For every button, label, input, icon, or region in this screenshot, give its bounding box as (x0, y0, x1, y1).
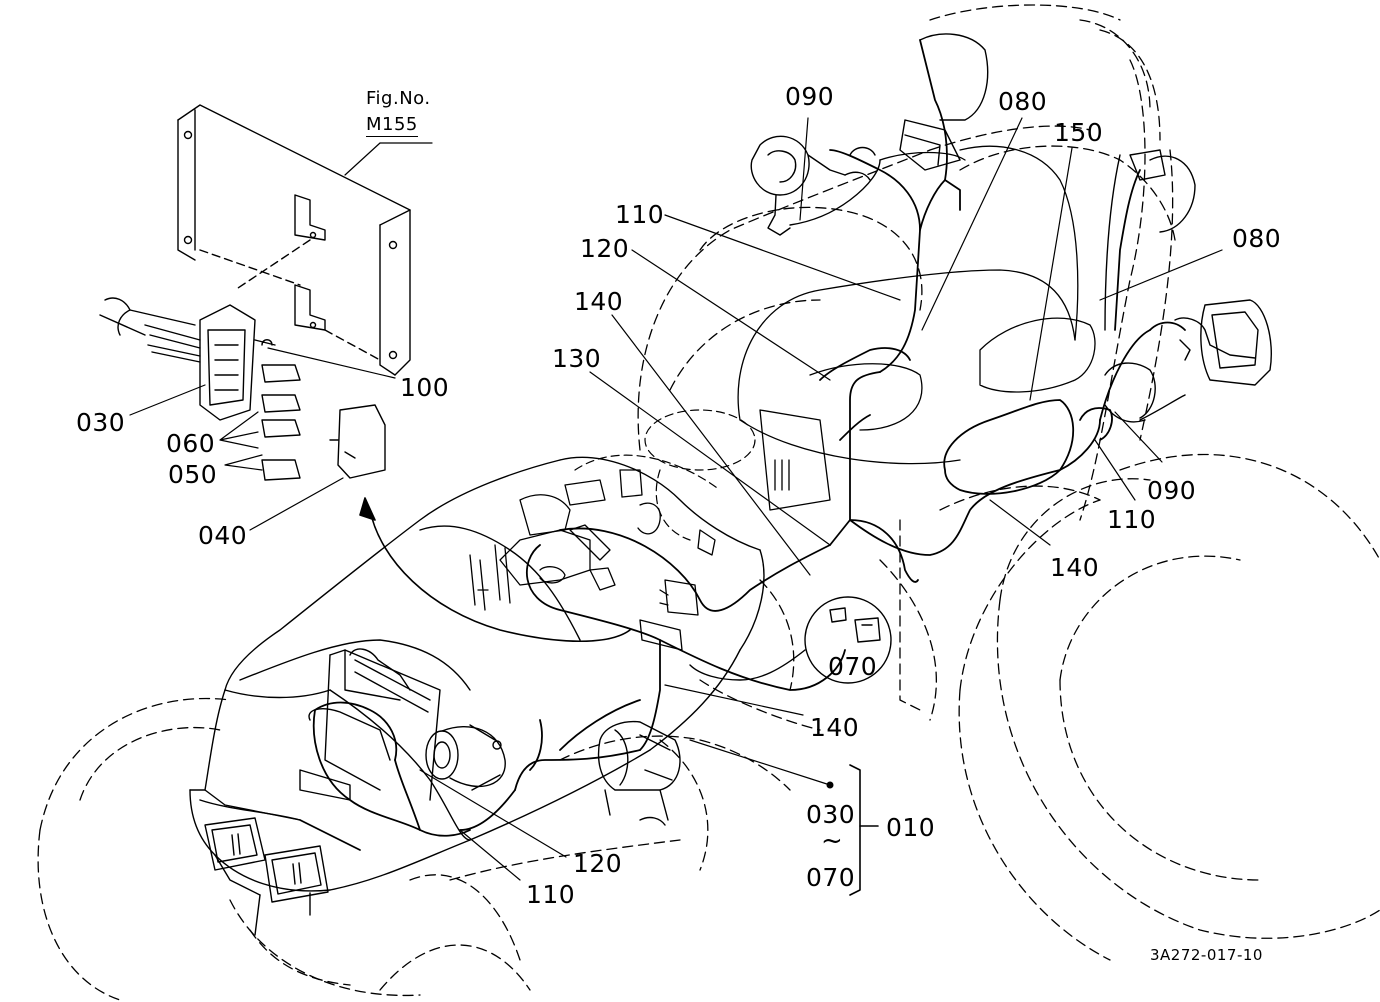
front-wheel-outline (37, 697, 531, 1001)
relay-box-assembly (99, 104, 411, 481)
callout-090-top: 090 (785, 82, 835, 111)
callout-030: 030 (76, 408, 126, 437)
harness-wires (299, 39, 1186, 851)
leader-lines (129, 117, 1223, 881)
callout-140-top: 140 (574, 287, 624, 316)
inset-detail-070 (689, 596, 892, 684)
radiator (299, 648, 441, 801)
callout-150: 150 (1054, 118, 1104, 147)
tractor-hood (189, 456, 765, 936)
callout-130: 130 (552, 344, 602, 373)
assembly-label-010: 010 (886, 813, 936, 842)
callout-080-top: 080 (998, 87, 1048, 116)
rear-lamp-right (1104, 299, 1272, 423)
callout-110-bottom: 110 (526, 880, 576, 909)
work-lamp-top (750, 135, 881, 236)
cab-outline (249, 4, 1176, 986)
callout-060: 060 (166, 429, 216, 458)
callout-070-inset: 070 (828, 652, 878, 681)
steering-area (574, 409, 756, 541)
drawing-code: 3A272-017-10 (1150, 946, 1263, 964)
callout-120-bottom: 120 (573, 849, 623, 878)
callout-080-right: 080 (1232, 224, 1282, 253)
engine-components (469, 469, 716, 651)
alternator (425, 724, 506, 791)
callout-140-right: 140 (1050, 553, 1100, 582)
range-from-label: 030 (806, 800, 856, 829)
callout-100: 100 (400, 373, 450, 402)
seat-outline (737, 145, 1096, 511)
range-marker-dot (826, 781, 834, 789)
callout-110-top: 110 (615, 200, 665, 229)
callout-090-right: 090 (1147, 476, 1197, 505)
range-to-label: 070 (806, 863, 856, 892)
callout-110-right: 110 (1107, 505, 1157, 534)
rops-lamp-mount (899, 33, 1196, 331)
rear-wheel-outline (958, 453, 1380, 961)
range-separator: ~ (821, 826, 844, 856)
callout-050: 050 (168, 460, 218, 489)
relay-location-arrow (359, 497, 631, 643)
figure-ref-number: M155 (366, 114, 418, 137)
front-headlamps (204, 817, 329, 903)
callout-120-top: 120 (580, 234, 630, 263)
starter-motor (597, 720, 681, 826)
callout-140-mid: 140 (810, 713, 860, 742)
callout-040: 040 (198, 521, 248, 550)
range-bracket (849, 764, 879, 896)
figure-ref-label: Fig.No. (366, 88, 431, 109)
